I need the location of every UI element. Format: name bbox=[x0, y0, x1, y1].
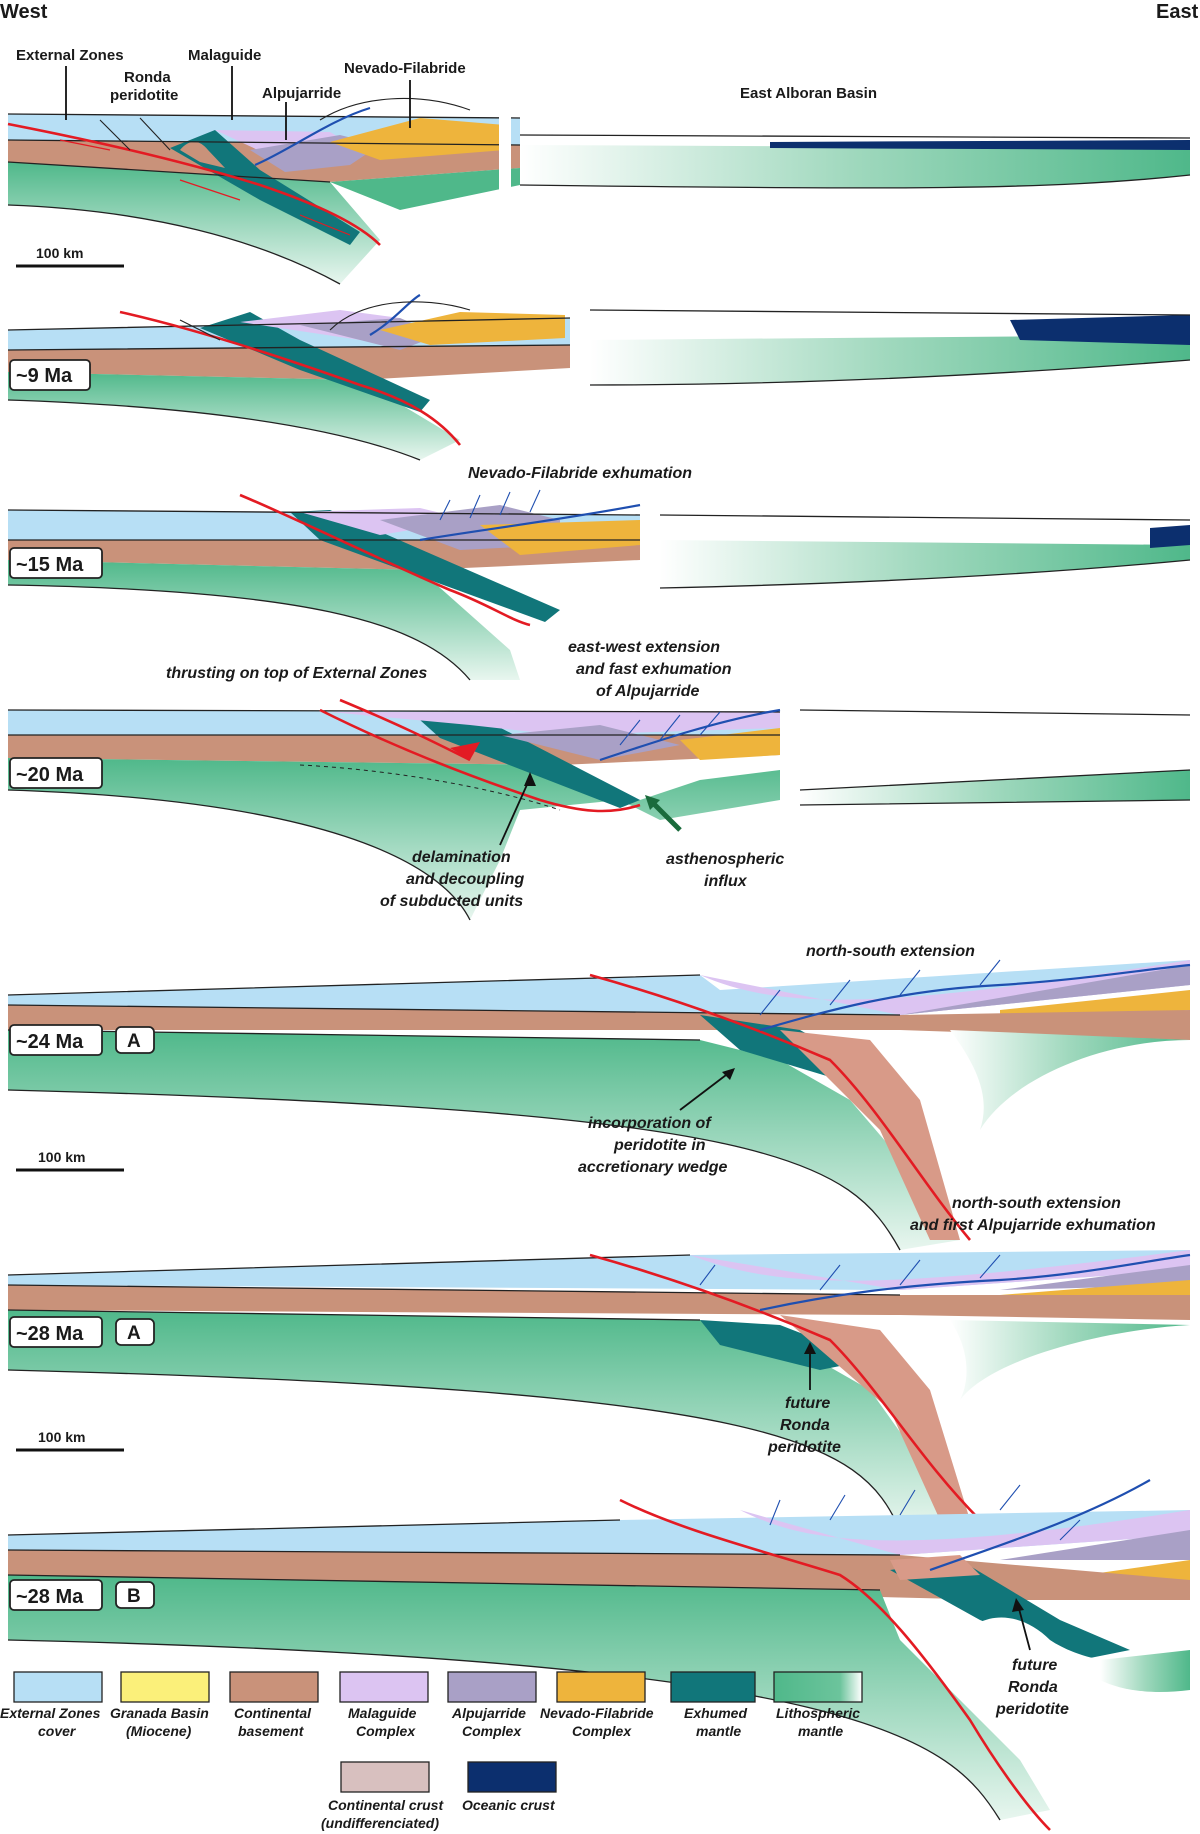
note-ew-extension-3: of Alpujarride bbox=[596, 683, 700, 700]
note-future-b-1: future bbox=[1012, 1657, 1057, 1674]
note-future-2: Ronda bbox=[780, 1417, 830, 1434]
tag-28ma-b: B bbox=[127, 1586, 141, 1607]
age-20ma: ~20 Ma bbox=[16, 764, 84, 786]
legend-swatch-alpujarride bbox=[447, 1671, 537, 1703]
note-incorporation-3: accretionary wedge bbox=[578, 1159, 728, 1176]
note-thrusting: thrusting on top of External Zones bbox=[166, 665, 427, 682]
note-incorporation-1: incorporation of bbox=[588, 1115, 712, 1132]
legend-swatch-oceanic bbox=[467, 1761, 557, 1793]
note-future-b-3: peridotite bbox=[995, 1701, 1069, 1718]
legend-label-2a: Granada Basin bbox=[110, 1705, 209, 1721]
scale-label-2: 100 km bbox=[38, 1149, 85, 1165]
label-malaguide: Malaguide bbox=[188, 47, 261, 64]
panel-28ma-a: north-south extension and first Alpujarr… bbox=[7, 1195, 1191, 1531]
note-delamination-2: and decoupling bbox=[406, 871, 524, 888]
legend-label-5b: Complex bbox=[462, 1723, 522, 1739]
tag-28ma-a: A bbox=[127, 1323, 141, 1344]
panel-present: External Zones Ronda peridotite Malaguid… bbox=[7, 47, 1191, 285]
label-nevado: Nevado-Filabride bbox=[344, 60, 466, 77]
panel-20ma: thrusting on top of External Zones east-… bbox=[7, 639, 1191, 921]
panel-28ma-b: ~28 Ma B future Ronda peridotite bbox=[7, 1479, 1190, 1831]
age-box-28ma-b bbox=[9, 1579, 103, 1611]
age-box-20ma bbox=[9, 757, 103, 789]
note-future-1: future bbox=[785, 1395, 830, 1412]
note-future-b-2: Ronda bbox=[1008, 1679, 1058, 1696]
panel-15ma: Nevado-Filabride exhumation ~15 Ma bbox=[7, 465, 1191, 681]
legend-label-4a: Malaguide bbox=[348, 1705, 417, 1721]
legend-label-9b: (undifferenciated) bbox=[321, 1815, 439, 1831]
nevado-body bbox=[330, 118, 505, 160]
west-label: West bbox=[0, 1, 48, 23]
legend-label-10a: Oceanic crust bbox=[462, 1797, 556, 1813]
age-box-9ma bbox=[9, 359, 91, 391]
note-delamination-1: delamination bbox=[412, 849, 511, 866]
note-incorporation-2: peridotite in bbox=[613, 1137, 706, 1154]
age-28ma-a: ~28 Ma bbox=[16, 1323, 84, 1345]
legend-label-3b: basement bbox=[238, 1723, 305, 1739]
legend: External Zones cover Granada Basin (Mioc… bbox=[0, 1671, 863, 1831]
note-nevado-exhumation: Nevado-Filabride exhumation bbox=[468, 465, 692, 482]
panel-24ma: north-south extension ~24 Ma A incorpora… bbox=[7, 943, 1191, 1251]
note-asthenospheric-2: influx bbox=[704, 873, 748, 890]
legend-label-8a: Lithospheric bbox=[776, 1705, 860, 1721]
legend-swatch-basement bbox=[229, 1671, 319, 1703]
label-ronda-1: Ronda bbox=[124, 69, 171, 86]
legend-swatch-malaguide bbox=[339, 1671, 429, 1703]
age-box-24ma bbox=[9, 1024, 103, 1056]
scale-label-1: 100 km bbox=[36, 245, 83, 261]
age-box-28ma-a bbox=[9, 1316, 103, 1348]
legend-swatch-external-cover bbox=[13, 1671, 103, 1703]
legend-label-8b: mantle bbox=[798, 1723, 843, 1739]
note-ns-ext-2-2: and first Alpujarride exhumation bbox=[910, 1217, 1156, 1234]
legend-swatch-crust-undiff bbox=[340, 1761, 430, 1793]
note-asthenospheric-1: asthenospheric bbox=[666, 851, 784, 868]
note-delamination-3: of subducted units bbox=[380, 893, 523, 910]
age-15ma: ~15 Ma bbox=[16, 554, 84, 576]
scale-label-3: 100 km bbox=[38, 1429, 85, 1445]
age-28ma-b: ~28 Ma bbox=[16, 1586, 84, 1608]
note-future-3: peridotite bbox=[767, 1439, 841, 1456]
legend-swatch-exhumed bbox=[670, 1671, 756, 1703]
age-24ma: ~24 Ma bbox=[16, 1031, 84, 1053]
panel-9ma: ~9 Ma bbox=[7, 294, 1191, 461]
age-9ma: ~9 Ma bbox=[16, 365, 73, 387]
label-alpujarride: Alpujarride bbox=[262, 85, 341, 102]
legend-label-1b: cover bbox=[38, 1723, 77, 1739]
note-ew-extension-2: and fast exhumation bbox=[576, 661, 732, 678]
legend-label-7a: Exhumed bbox=[684, 1705, 747, 1721]
note-ns-ext-2-1: north-south extension bbox=[952, 1195, 1121, 1212]
legend-swatch-nevado bbox=[556, 1671, 646, 1703]
legend-label-4b: Complex bbox=[356, 1723, 416, 1739]
legend-label-5a: Alpujarride bbox=[451, 1705, 526, 1721]
tag-box-28ma-b bbox=[115, 1581, 155, 1609]
age-box-15ma bbox=[9, 547, 103, 579]
legend-swatch-lithospheric bbox=[773, 1671, 863, 1703]
tag-box-24ma bbox=[115, 1026, 155, 1054]
legend-swatch-granada bbox=[120, 1671, 210, 1703]
legend-label-1a: External Zones bbox=[0, 1705, 101, 1721]
label-ronda-2: peridotite bbox=[110, 87, 178, 104]
legend-label-6b: Complex bbox=[572, 1723, 632, 1739]
legend-label-9a: Continental crust bbox=[328, 1797, 444, 1813]
tag-box-28ma-a bbox=[115, 1318, 155, 1346]
oceanic-crust bbox=[770, 140, 1190, 150]
east-label: East bbox=[1156, 1, 1199, 23]
label-external-zones: External Zones bbox=[16, 47, 124, 64]
tag-24ma: A bbox=[127, 1031, 141, 1052]
main-thrust-fault bbox=[7, 122, 381, 246]
legend-label-3a: Continental bbox=[234, 1705, 312, 1721]
legend-label-6a: Nevado-Filabride bbox=[540, 1705, 654, 1721]
legend-label-7b: mantle bbox=[696, 1723, 741, 1739]
note-ew-extension-1: east-west extension bbox=[568, 639, 720, 656]
note-ns-extension: north-south extension bbox=[806, 943, 975, 960]
label-east-alboran-basin: East Alboran Basin bbox=[740, 85, 877, 102]
legend-label-2b: (Miocene) bbox=[126, 1723, 192, 1739]
